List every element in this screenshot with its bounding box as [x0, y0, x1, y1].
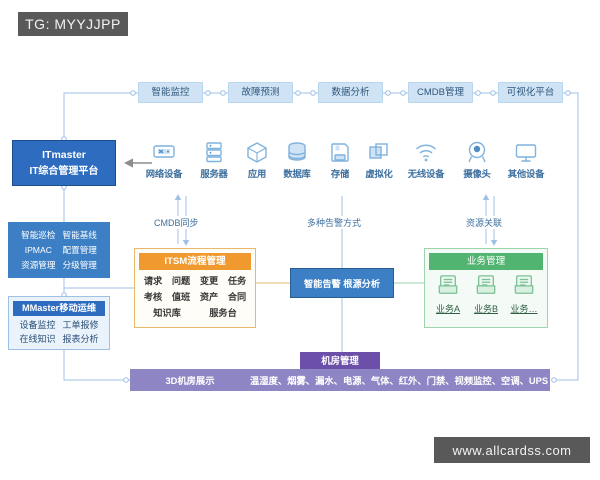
application-cube-icon — [247, 142, 267, 163]
feature-item: 智能巡检 — [21, 229, 56, 240]
mmaster-item: 工单报修 — [62, 320, 99, 330]
feature-item: 分级管理 — [62, 259, 97, 270]
device-label: 网络设备 — [145, 169, 183, 179]
room-3d-display-label: 3D机房展示 — [165, 376, 215, 386]
feature-item: 资源管理 — [21, 259, 56, 270]
itsm-item[interactable]: 变更 — [199, 276, 219, 286]
itsm-item[interactable]: 问题 — [171, 276, 191, 286]
tg-watermark-tag: TG: MYYJJPP — [18, 12, 128, 36]
business-item-more[interactable]: 业务… — [506, 274, 542, 315]
pill-visualization-platform[interactable]: 可视化平台 — [498, 82, 563, 103]
site-watermark-tag: www.allcardss.com — [434, 437, 590, 463]
business-doc-icon — [476, 275, 496, 294]
business-label: 业务B — [473, 304, 498, 314]
device-virtualization[interactable]: 虚拟化 — [353, 140, 405, 180]
business-label: 业务… — [510, 304, 538, 314]
itsm-item[interactable]: 考核 — [143, 292, 163, 302]
room-management-bar[interactable]: 3D机房展示 温湿度、烟雾、漏水、电源、气体、红外、门禁、视频监控、空调、UPS — [130, 369, 550, 391]
mmaster-item: 设备监控 — [19, 320, 56, 330]
itsm-process-box[interactable]: ITSM流程管理 请求 问题 变更 任务 考核 值班 资产 合同 知识库 服务台 — [134, 248, 256, 328]
device-server[interactable]: 服务器 — [188, 140, 240, 180]
device-wireless[interactable]: 无线设备 — [400, 140, 452, 180]
caption-resource-link: 资源关联 — [464, 216, 505, 229]
mmaster-item: 在线知识 — [19, 334, 56, 344]
device-label: 服务器 — [200, 169, 228, 179]
intelligent-alert-box[interactable]: 智能告警 根源分析 — [290, 268, 394, 298]
device-network-device[interactable]: 网络设备 — [138, 140, 190, 180]
room-sensors-label: 温湿度、烟雾、漏水、电源、气体、红外、门禁、视频监控、空调、UPS — [250, 376, 549, 386]
itmaster-subtitle: IT综合管理平台 — [29, 166, 99, 177]
wifi-icon — [415, 144, 437, 162]
device-label: 无线设备 — [407, 169, 445, 179]
caption-alert-methods: 多种告警方式 — [305, 216, 364, 229]
business-management-box[interactable]: 业务管理 业务A 业务B — [424, 248, 548, 328]
device-database[interactable]: 数据库 — [271, 140, 323, 180]
business-title: 业务管理 — [429, 253, 543, 270]
network-device-icon — [153, 145, 175, 158]
storage-icon — [331, 143, 349, 162]
device-other[interactable]: 其他设备 — [500, 140, 552, 180]
device-label: 其他设备 — [507, 169, 545, 179]
itsm-item[interactable]: 知识库 — [153, 308, 181, 318]
business-doc-icon — [514, 275, 534, 294]
device-label: 存储 — [330, 169, 350, 179]
device-label: 数据库 — [283, 169, 311, 179]
itmaster-platform-box[interactable]: ITmaster IT综合管理平台 — [12, 140, 116, 186]
platform-feature-box[interactable]: 智能巡检 智能基线 IPMAC 配置管理 资源管理 分级管理 — [8, 222, 110, 278]
device-camera[interactable]: 摄像头 — [451, 140, 503, 180]
feature-item: 智能基线 — [62, 229, 97, 240]
pill-cmdb-management[interactable]: CMDB管理 — [408, 82, 473, 103]
business-label: 业务A — [435, 304, 460, 314]
itsm-item[interactable]: 值班 — [171, 292, 191, 302]
device-label: 虚拟化 — [365, 169, 393, 179]
device-label: 应用 — [247, 169, 267, 179]
monitor-icon — [515, 144, 537, 162]
itmaster-title: ITmaster — [42, 149, 86, 161]
pill-data-analysis[interactable]: 数据分析 — [318, 82, 383, 103]
pill-fault-prediction[interactable]: 故障预测 — [228, 82, 293, 103]
itsm-item[interactable]: 资产 — [199, 292, 219, 302]
itsm-item[interactable]: 任务 — [227, 276, 247, 286]
business-item-b[interactable]: 业务B — [468, 274, 504, 315]
database-icon — [288, 142, 306, 161]
mmaster-mobile-ops-box[interactable]: MMaster移动运维 设备监控 工单报修 在线知识 报表分析 — [8, 296, 110, 350]
room-management-header[interactable]: 机房管理 — [300, 352, 380, 369]
itsm-item[interactable]: 请求 — [143, 276, 163, 286]
server-icon — [206, 142, 222, 163]
itsm-title: ITSM流程管理 — [139, 253, 251, 270]
device-application[interactable]: 应用 — [231, 140, 283, 180]
feature-item: 配置管理 — [62, 244, 97, 255]
business-item-a[interactable]: 业务A — [430, 274, 466, 315]
virtualization-icon — [369, 143, 388, 159]
business-doc-icon — [438, 275, 458, 294]
itsm-item[interactable]: 合同 — [227, 292, 247, 302]
pill-intelligent-monitoring[interactable]: 智能监控 — [138, 82, 203, 103]
feature-item: IPMAC — [24, 244, 52, 255]
camera-icon — [468, 141, 486, 163]
device-storage[interactable]: 存储 — [314, 140, 366, 180]
mmaster-item: 报表分析 — [62, 334, 99, 344]
caption-cmdb-sync: CMDB同步 — [152, 216, 201, 229]
itsm-item[interactable]: 服务台 — [209, 308, 237, 318]
device-label: 摄像头 — [463, 169, 491, 179]
mmaster-title: MMaster移动运维 — [13, 301, 105, 316]
